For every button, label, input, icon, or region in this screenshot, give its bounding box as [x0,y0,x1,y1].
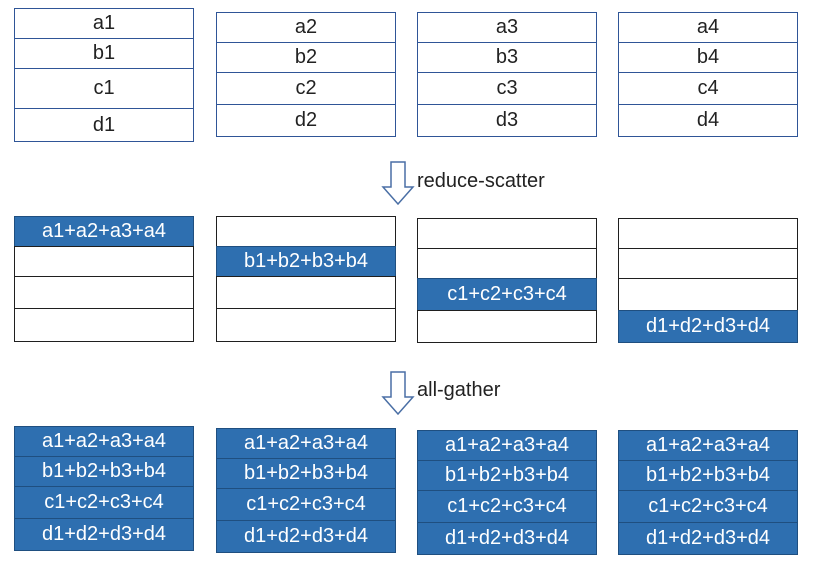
cell-c3: c3 [417,72,597,105]
cell-b-sum: b1+b2+b3+b4 [216,458,396,489]
cell-empty [618,218,798,249]
cell-b4: b4 [618,42,798,73]
cell-c4: c4 [618,72,798,105]
cell-a-sum: a1+a2+a3+a4 [14,216,194,247]
cell-c-sum: c1+c2+c3+c4 [417,278,597,311]
cell-c2: c2 [216,72,396,105]
cell-empty [14,246,194,277]
all-gather-label: all-gather [417,379,501,401]
cell-d-sum: d1+d2+d3+d4 [216,520,396,553]
cell-empty [417,310,597,343]
cell-a3: a3 [417,12,597,43]
cell-c-sum: c1+c2+c3+c4 [14,486,194,519]
cell-b3: b3 [417,42,597,73]
cell-empty [216,308,396,342]
cell-a-sum: a1+a2+a3+a4 [14,426,194,457]
cell-empty [417,248,597,279]
cell-empty [618,248,798,279]
cell-d-sum: d1+d2+d3+d4 [618,310,798,343]
cell-empty [417,218,597,249]
cell-c1: c1 [14,68,194,109]
cell-a-sum: a1+a2+a3+a4 [618,430,798,461]
cell-empty [216,276,396,309]
cell-b-sum: b1+b2+b3+b4 [417,460,597,491]
cell-a4: a4 [618,12,798,43]
cell-c-sum: c1+c2+c3+c4 [216,488,396,521]
cell-b-sum: b1+b2+b3+b4 [14,456,194,487]
cell-c-sum: c1+c2+c3+c4 [618,490,798,523]
cell-empty [216,216,396,247]
cell-b2: b2 [216,42,396,73]
cell-d-sum: d1+d2+d3+d4 [417,522,597,555]
reduce-scatter-label: reduce-scatter [417,170,545,192]
cell-a2: a2 [216,12,396,43]
cell-a-sum: a1+a2+a3+a4 [216,428,396,459]
cell-b-sum: b1+b2+b3+b4 [618,460,798,491]
down-arrow-icon [381,371,415,415]
cell-b1: b1 [14,38,194,69]
down-arrow-icon [381,161,415,205]
cell-empty [14,276,194,309]
cell-d-sum: d1+d2+d3+d4 [618,522,798,555]
cell-d3: d3 [417,104,597,137]
cell-c-sum: c1+c2+c3+c4 [417,490,597,523]
cell-d4: d4 [618,104,798,137]
cell-b-sum: b1+b2+b3+b4 [216,246,396,277]
cell-empty [14,308,194,342]
cell-d1: d1 [14,108,194,142]
cell-d2: d2 [216,104,396,137]
cell-d-sum: d1+d2+d3+d4 [14,518,194,551]
cell-empty [618,278,798,311]
cell-a-sum: a1+a2+a3+a4 [417,430,597,461]
cell-a1: a1 [14,8,194,39]
